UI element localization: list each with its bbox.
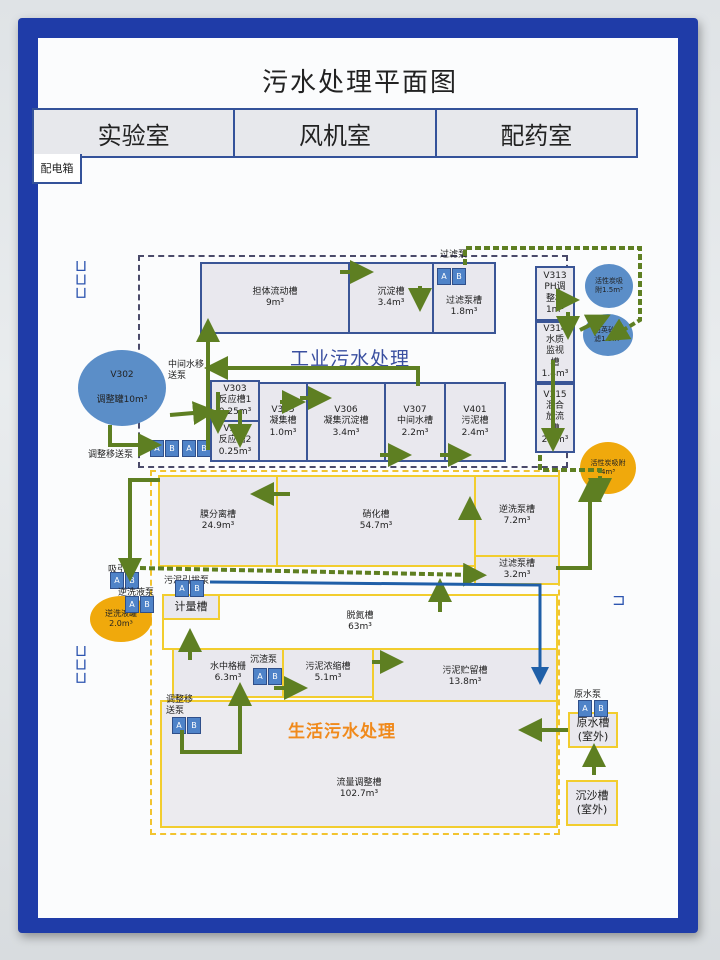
tank-meter: 计量槽 xyxy=(162,594,220,620)
tank-name: 过滤泵槽 xyxy=(498,558,535,569)
flow-arrow xyxy=(180,682,252,754)
sludge-draw-line xyxy=(139,562,487,587)
tank-name: V307 中间水槽 xyxy=(396,405,433,427)
tank-name: V313 PH调 整槽 xyxy=(543,271,567,304)
tank-volume: 5.1m³ xyxy=(314,673,342,683)
tank-volume: 1.8m³ xyxy=(450,307,478,317)
tank-volume: 3.2m³ xyxy=(503,570,531,580)
tank-volume: 2.2m³ xyxy=(401,427,429,438)
tank-name: 硝化槽 xyxy=(362,509,390,520)
pump-b: B xyxy=(594,700,608,717)
recycle-line xyxy=(463,246,642,342)
v302-desc: 调整罐10m³ xyxy=(96,395,148,405)
tank-name: 计量槽 xyxy=(174,600,208,614)
pump-a: A xyxy=(437,268,451,285)
tank-volume: 6.3m³ xyxy=(214,673,242,683)
industrial-label: 工业污水处理 xyxy=(290,348,411,370)
pump-b: B xyxy=(452,268,466,285)
tank-name: 原水槽 (室外) xyxy=(576,716,610,743)
flow-arrow xyxy=(579,314,611,337)
tank-name: 污泥贮留槽 xyxy=(442,665,488,676)
tank-name: 逆洗泵槽 xyxy=(498,504,535,515)
tank-name: 担体流动槽 xyxy=(252,286,298,297)
tank-volume: 102.7m³ xyxy=(339,789,379,799)
tank-grit: 沉沙槽 (室外) xyxy=(566,780,618,826)
raw-pump-label: 原水泵 xyxy=(574,690,602,700)
flow-arrow xyxy=(118,478,160,582)
door-glyph-icon: ⊐ xyxy=(612,590,626,609)
sludge-filter-pump-label: 沉渣泵 xyxy=(250,655,278,665)
pump-b: B xyxy=(268,668,282,685)
tank-volume: 1m³ xyxy=(545,304,565,315)
pump-a: A xyxy=(253,668,267,685)
tank-name: 污泥浓缩槽 xyxy=(305,661,351,672)
tank-name: 水中格栅 xyxy=(209,661,246,672)
carbon-filter-circle: 活性炭吸 附1.5m³ xyxy=(585,264,633,308)
adjust-pump-label: 调整移送泵 xyxy=(88,450,134,460)
pump-a: A xyxy=(172,717,186,734)
page-title: 污水处理平面图 xyxy=(261,68,458,98)
tank-name: V303 反应槽1 xyxy=(218,384,252,406)
carbon-adsorb-label: 活性炭吸附 4m³ xyxy=(590,459,626,476)
flow-arrow xyxy=(108,425,162,457)
tank-name: 膜分离槽 xyxy=(199,509,236,520)
tank-name: V401 污泥槽 xyxy=(461,405,489,427)
room-dosing: 配药室 xyxy=(500,121,573,150)
pump-a: A xyxy=(125,596,139,613)
tank-volume: 13.8m³ xyxy=(448,677,482,687)
pump-a: A xyxy=(175,580,189,597)
tank-carrier-flow: 担体流动槽 9m³ xyxy=(200,262,350,334)
tank-volume: 0.25m³ xyxy=(218,446,252,457)
v302-tank: V302 调整罐10m³ xyxy=(78,350,166,426)
tank-volume: 2.4m³ xyxy=(461,427,489,438)
flow-arrow xyxy=(556,478,602,570)
tank-name: V306 凝集沉淀槽 xyxy=(323,405,369,427)
pump-b: B xyxy=(165,440,179,457)
backwash-tank-label: 逆洗液罐 2.0m³ xyxy=(105,609,137,628)
adjust-transfer-pump-label: 调整移 送泵 xyxy=(166,695,194,716)
domestic-zone xyxy=(150,470,560,835)
tank-volume: 3.4m³ xyxy=(332,427,360,438)
flow-arrow xyxy=(169,401,217,425)
tank-volume: 24.9m³ xyxy=(201,521,235,531)
tank-name: 流量调整槽 xyxy=(336,777,382,788)
tank-volume: 54.7m³ xyxy=(359,521,393,531)
pump-b: B xyxy=(140,596,154,613)
tank-volume: 0.25m³ xyxy=(218,406,252,417)
room-blower: 风机室 xyxy=(235,110,437,156)
carbon-filter-label: 活性炭吸 附1.5m³ xyxy=(595,277,623,294)
tank-volume: 7.2m³ xyxy=(503,516,531,526)
pump-b: B xyxy=(190,580,204,597)
tank-volume: 3.4m³ xyxy=(377,298,405,308)
tank-name: 沉淀槽 xyxy=(377,286,405,297)
pump-a: A xyxy=(182,440,196,457)
room-lab: 实验室 xyxy=(34,110,236,156)
sludge-blue-line xyxy=(209,580,549,685)
room-row: 实验室 风机室 配药室 xyxy=(32,108,638,158)
tank-name: 脱氮槽 xyxy=(346,610,374,621)
tank-raw-water: 原水槽 (室外) xyxy=(568,712,618,748)
tank-flow-adjust: 流量调整槽 102.7m³ xyxy=(160,700,558,828)
v302-name: V302 xyxy=(110,369,134,380)
transfer-pump-label: 中间水移 送泵 xyxy=(168,360,205,381)
tank-volume: 63m³ xyxy=(348,622,372,632)
filter-pump-label: 过滤泵 xyxy=(440,250,468,260)
tank-nitrification: 硝化槽 54.7m³ xyxy=(276,475,476,567)
tank-volume: 1.0m³ xyxy=(269,427,297,438)
domestic-label: 生活污水处理 xyxy=(288,722,396,742)
backwash-pump-label: 逆洗液泵 xyxy=(118,588,155,598)
tank-volume: 9m³ xyxy=(265,298,285,308)
flow-arrow xyxy=(204,356,420,386)
pump-b: B xyxy=(187,717,201,734)
tank-name: 过滤泵槽 xyxy=(445,295,482,306)
tank-name: 沉沙槽 (室外) xyxy=(575,789,609,816)
pump-a: A xyxy=(578,700,592,717)
electric-box: 配电箱 xyxy=(32,154,82,184)
to-carbon-line xyxy=(538,455,612,502)
